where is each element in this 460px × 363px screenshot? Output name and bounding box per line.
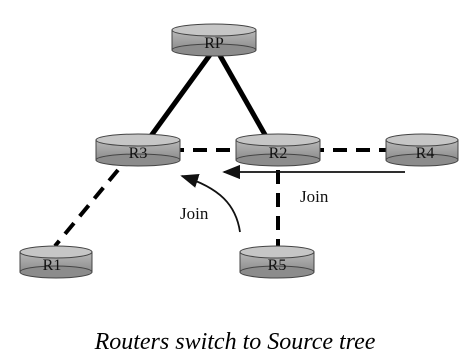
link-rp-r3 <box>145 50 215 142</box>
link-rp-r2 <box>215 50 271 142</box>
links <box>53 50 398 248</box>
diagram-caption: Routers switch to Source tree <box>94 329 376 355</box>
join-arrows <box>180 164 405 233</box>
join-arrow-curved <box>180 174 241 233</box>
router-r5: R5 <box>239 245 315 279</box>
router-r5-label: R5 <box>268 257 287 274</box>
router-r4-label: R4 <box>416 145 435 162</box>
router-r1-label: R1 <box>43 257 62 274</box>
join-label-right: Join <box>300 187 329 206</box>
router-r4: R4 <box>385 133 459 167</box>
router-r1: R1 <box>19 245 93 279</box>
join-label-left: Join <box>180 204 209 223</box>
router-rp: RP <box>171 23 257 57</box>
link-r3-r1 <box>53 168 120 248</box>
router-rp-label: RP <box>204 35 224 52</box>
router-r3-label: R3 <box>129 145 148 162</box>
router-r2-label: R2 <box>269 145 288 162</box>
router-r3: R3 <box>95 133 181 167</box>
router-r2: R2 <box>235 133 321 167</box>
